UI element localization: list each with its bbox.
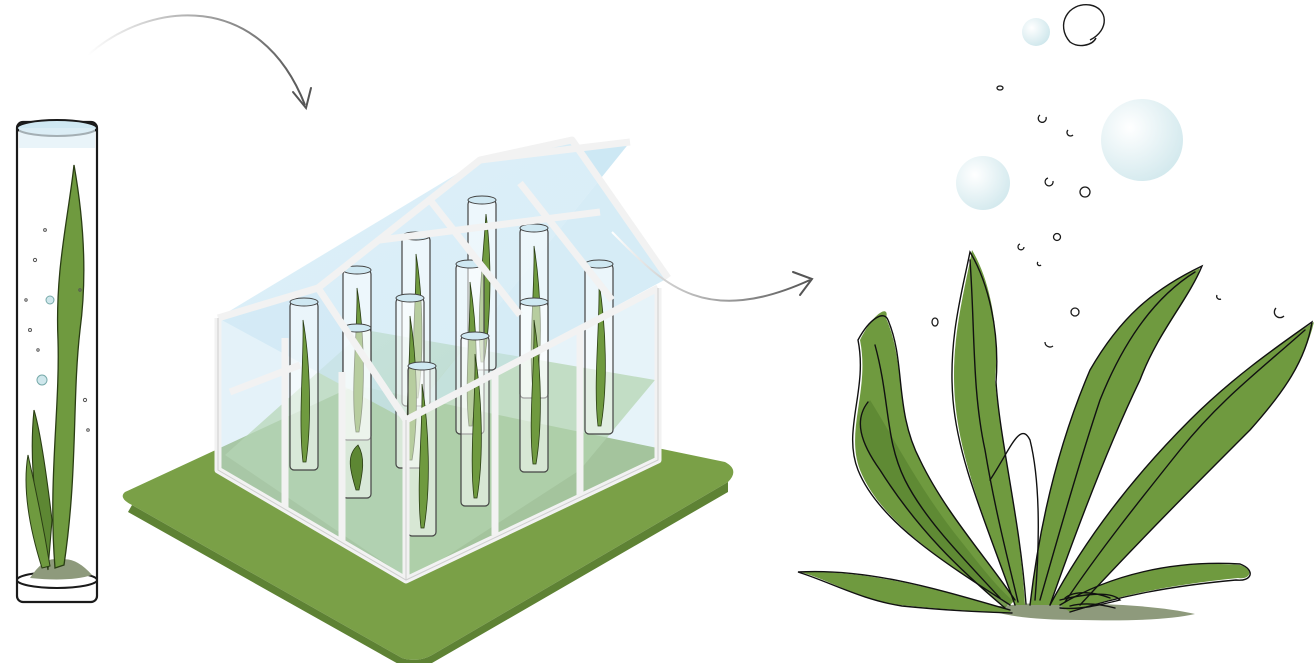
greenhouse	[123, 140, 734, 663]
arrow-tube-to-greenhouse	[88, 15, 311, 108]
bubble	[956, 156, 1010, 210]
greenhouse-tube	[408, 362, 436, 536]
seaweed-fronds	[800, 250, 1314, 612]
greenhouse-tube	[461, 332, 489, 506]
seaweed-plant	[798, 5, 1314, 621]
greenhouse-tube	[290, 298, 318, 470]
bubble	[1022, 18, 1050, 46]
bubble	[1101, 99, 1183, 181]
test-tube-culture	[17, 120, 97, 602]
arrow-curve-1	[88, 15, 305, 105]
greenhouse-tube	[520, 298, 548, 472]
